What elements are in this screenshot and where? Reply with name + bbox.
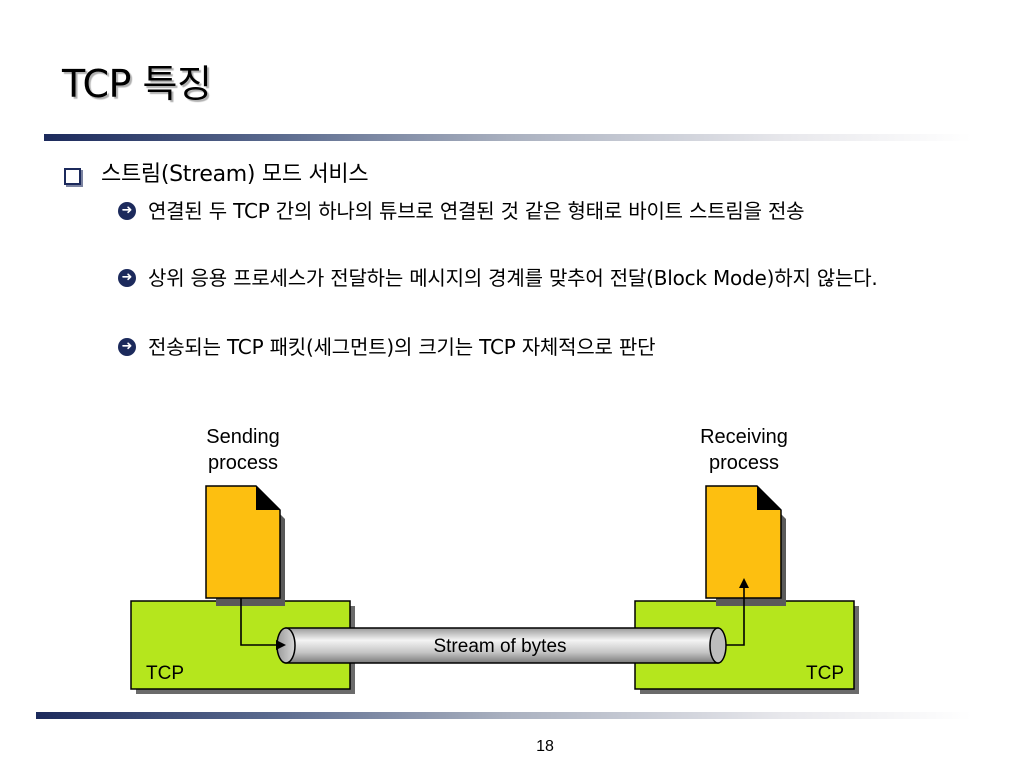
sub-bullet-1: ➜ 연결된 두 TCP 간의 하나의 튜브로 연결된 것 같은 형태로 바이트 … <box>118 197 948 226</box>
document-icon <box>205 485 285 606</box>
slide-title: TCP 특징 <box>62 62 212 106</box>
arrow-circle-bullet-icon: ➜ <box>118 202 136 220</box>
sender-label-line2: process <box>208 452 278 474</box>
send-arrow <box>240 598 286 650</box>
main-bullet: 스트림(Stream) 모드 서비스 <box>64 160 369 190</box>
document-icon <box>705 485 786 606</box>
pipe-label: Stream of bytes <box>433 636 566 657</box>
sub-bullet-3: ➜ 전송되는 TCP 패킷(세그먼트)의 크기는 TCP 자체적으로 판단 <box>118 333 948 362</box>
arrow-circle-bullet-icon: ➜ <box>118 269 136 287</box>
page-number: 18 <box>536 738 554 755</box>
sub-bullet-text: 상위 응용 프로세스가 전달하는 메시지의 경계를 맞추어 전달(Block M… <box>148 266 878 290</box>
sub-bullet-text: 전송되는 TCP 패킷(세그먼트)의 크기는 TCP 자체적으로 판단 <box>148 335 656 359</box>
bottom-divider <box>36 712 972 719</box>
byte-stream-pipe: Stream of bytes <box>276 627 727 664</box>
receive-arrow <box>726 578 749 646</box>
top-divider <box>44 134 972 141</box>
sub-bullet-text: 연결된 두 TCP 간의 하나의 튜브로 연결된 것 같은 형태로 바이트 스트… <box>148 199 805 223</box>
sub-bullet-2: ➜ 상위 응용 프로세스가 전달하는 메시지의 경계를 맞추어 전달(Block… <box>118 264 948 293</box>
receiver-label-line2: process <box>709 452 779 474</box>
receiver-label-line1: Receiving <box>700 426 788 448</box>
right-tcp-label: TCP <box>806 663 844 684</box>
arrow-circle-bullet-icon: ➜ <box>118 338 136 356</box>
square-bullet-icon <box>64 167 81 185</box>
left-tcp-label: TCP <box>146 663 184 684</box>
sender-label-line1: Sending <box>206 426 279 448</box>
main-bullet-text: 스트림(Stream) 모드 서비스 <box>101 162 369 187</box>
